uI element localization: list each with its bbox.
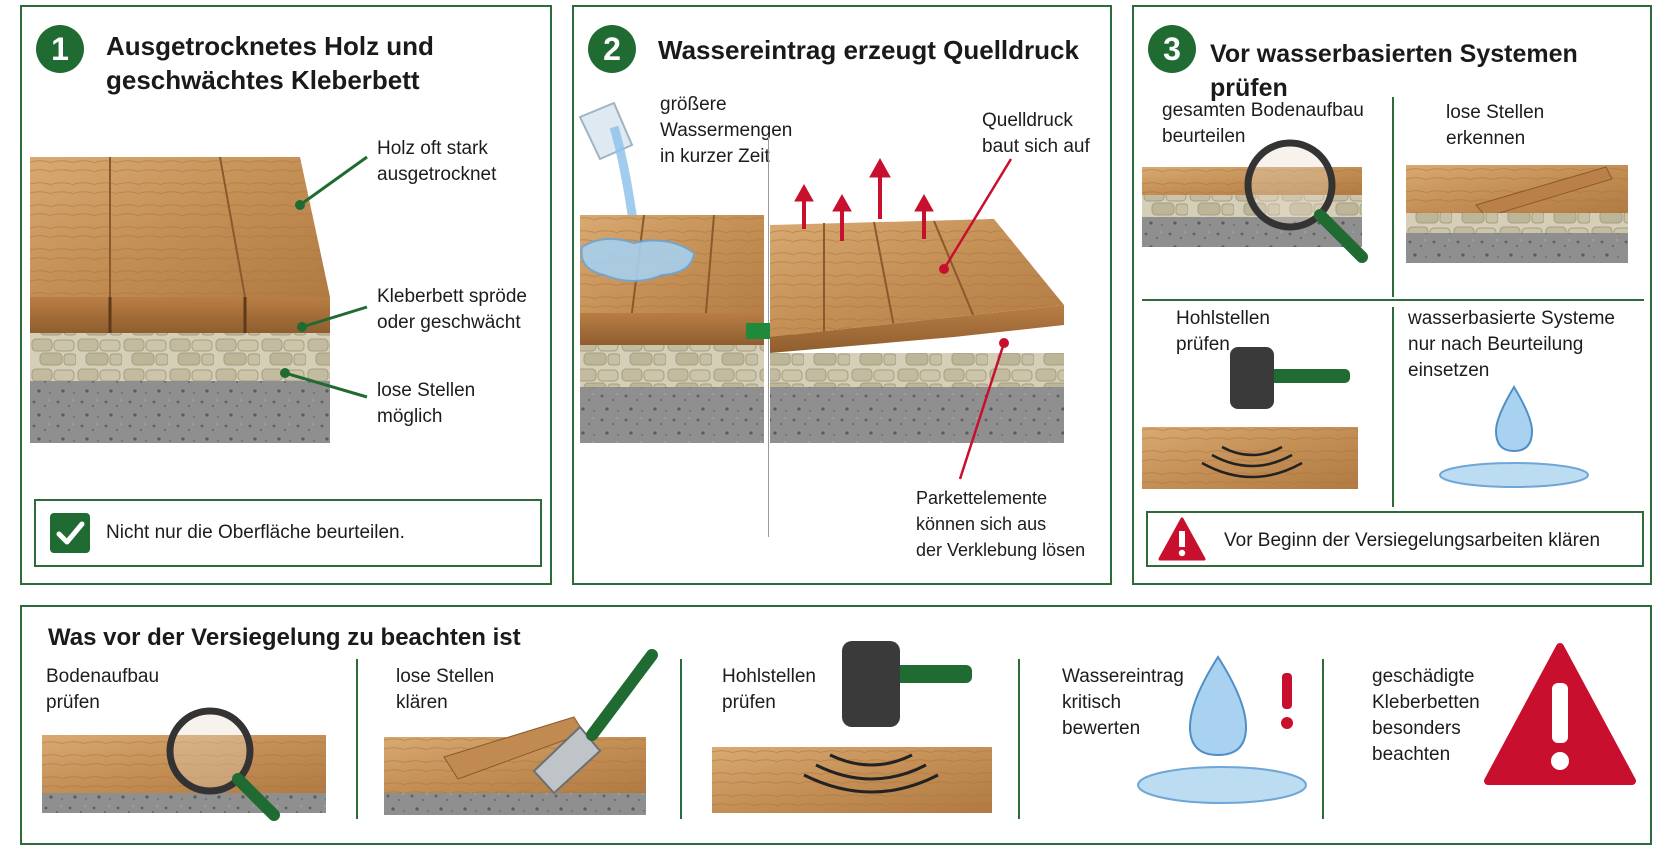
item1-line1: Bodenaufbau — [46, 666, 160, 687]
label-parquet-line1: Parkettelemente — [916, 488, 1048, 508]
water-puddle-icon — [580, 237, 696, 282]
item5-line2: Kleberbetten — [1372, 692, 1480, 713]
checkmark-icon — [50, 513, 90, 553]
magnifier-icon — [1244, 139, 1368, 263]
item2-line1: lose Stellen — [396, 666, 495, 687]
warning-note-box: Vor Beginn der Versiegelungsarbeiten klä… — [1146, 511, 1644, 567]
panel3-divider-bottom — [1392, 307, 1394, 507]
cell3-line1: Hohlstellen — [1176, 308, 1270, 329]
label-pressure-line2: baut sich auf — [982, 136, 1090, 157]
step-badge-1: 1 — [36, 25, 84, 73]
panel3-divider-top — [1392, 97, 1394, 297]
item5-line3: besonders — [1372, 718, 1461, 739]
water-drop-exclamation-illustration — [1137, 655, 1307, 804]
panel-dry-wood: 1 Ausgetrocknetes Holz und geschwächtes … — [20, 5, 552, 585]
label-parquet-line3: der Verklebung lösen — [916, 540, 1086, 560]
panel3-divider-middle — [1142, 299, 1644, 301]
panel3-title: Vor wasserbasierten Systemen prüfen — [1210, 40, 1578, 102]
exclamation-icon — [1281, 673, 1293, 729]
cell1-line2: beurteilen — [1162, 126, 1246, 147]
warning-note-text: Vor Beginn der Versiegelungsarbeiten klä… — [1224, 530, 1601, 551]
panel1-title-line2: geschwächtes Kleberbett — [106, 65, 420, 95]
warning-triangle-icon — [1158, 517, 1206, 561]
item5-line1: geschädigte — [1372, 666, 1475, 687]
hammer-icon — [1230, 347, 1350, 409]
label-adhesive-line1: Kleberbett spröde — [377, 286, 527, 307]
scraper-icon — [532, 649, 658, 795]
label-water-line2: Wassermengen — [660, 120, 793, 141]
warning-triangle-icon — [1484, 643, 1636, 785]
check-note-text: Nicht nur die Oberfläche beurteilen. — [106, 522, 405, 543]
magnifier-icon — [166, 707, 280, 821]
item3-line1: Hohlstellen — [722, 666, 816, 687]
panel1-title-line1: Ausgetrocknetes Holz und — [106, 31, 434, 61]
cell4-line1: wasserbasierte Systeme — [1408, 308, 1615, 329]
cell4-line2: nur nach Beurteilung — [1408, 334, 1584, 355]
hammer-test-illustration — [712, 641, 992, 813]
panel-checklist: Was vor der Versiegelung zu beachten ist… — [20, 605, 1652, 845]
item2-line2: klären — [396, 692, 448, 713]
panel1-leader-lines — [284, 155, 368, 399]
water-pressure-illustration — [578, 101, 1064, 480]
loose-board-illustration — [1406, 165, 1628, 263]
hammer-icon — [842, 641, 972, 727]
floor-cross-section-illustration — [30, 156, 330, 443]
check-note-box: Nicht nur die Oberfläche beurteilen. — [34, 499, 542, 567]
label-adhesive-line2: oder geschwächt — [377, 312, 521, 333]
cell2-line2: erkennen — [1446, 128, 1526, 149]
magnifier-floor-illustration — [42, 707, 326, 821]
checklist-divider-3 — [1018, 659, 1020, 819]
cell3-line2: prüfen — [1176, 334, 1230, 355]
cell2-line1: lose Stellen — [1446, 102, 1545, 123]
panel-water-pressure: 2 Wassereintrag erzeugt Quelldruck größe… — [572, 5, 1112, 585]
item5-line4: beachten — [1372, 744, 1451, 765]
checklist-title: Was vor der Versiegelung zu beachten ist — [48, 624, 521, 651]
item3-line2: prüfen — [722, 692, 776, 713]
panel-check-before-water-based: 3 Vor wasserbasierten Systemen prüfen ge… — [1132, 5, 1652, 585]
water-puddle-icon — [1137, 766, 1307, 804]
cell1-line1: gesamten Bodenaufbau — [1162, 100, 1364, 121]
water-puddle-icon — [1439, 462, 1589, 488]
loose-board-scraper-illustration — [384, 649, 658, 815]
checklist-divider-1 — [356, 659, 358, 819]
water-drop-icon — [1188, 655, 1248, 757]
checklist-divider-4 — [1322, 659, 1324, 819]
label-water-line1: größere — [660, 94, 727, 115]
water-drop-icon — [1494, 385, 1534, 453]
step-badge-3: 3 — [1148, 25, 1196, 73]
step-badge-2: 2 — [588, 25, 636, 73]
magnifier-floor-illustration — [1142, 139, 1368, 263]
item4-line3: bewerten — [1062, 718, 1141, 739]
water-drop-illustration — [1439, 385, 1589, 488]
label-parquet-line2: können sich aus — [916, 514, 1047, 534]
item4-line1: Wassereintrag — [1062, 666, 1184, 687]
label-water-line3: in kurzer Zeit — [660, 146, 770, 167]
label-wood-line2: ausgetrocknet — [377, 164, 497, 185]
pressure-arrows-icon — [794, 157, 934, 241]
label-pressure-line1: Quelldruck — [982, 110, 1073, 131]
item1-line2: prüfen — [46, 692, 100, 713]
cell4-line3: einsetzen — [1408, 360, 1490, 381]
item4-line2: kritisch — [1062, 692, 1122, 713]
label-loose-line2: möglich — [377, 406, 443, 427]
label-wood-line1: Holz oft stark — [377, 138, 488, 159]
checklist-divider-2 — [680, 659, 682, 819]
label-loose-line1: lose Stellen — [377, 380, 476, 401]
hammer-test-illustration — [1142, 347, 1358, 489]
panel2-title: Wassereintrag erzeugt Quelldruck — [658, 35, 1079, 65]
